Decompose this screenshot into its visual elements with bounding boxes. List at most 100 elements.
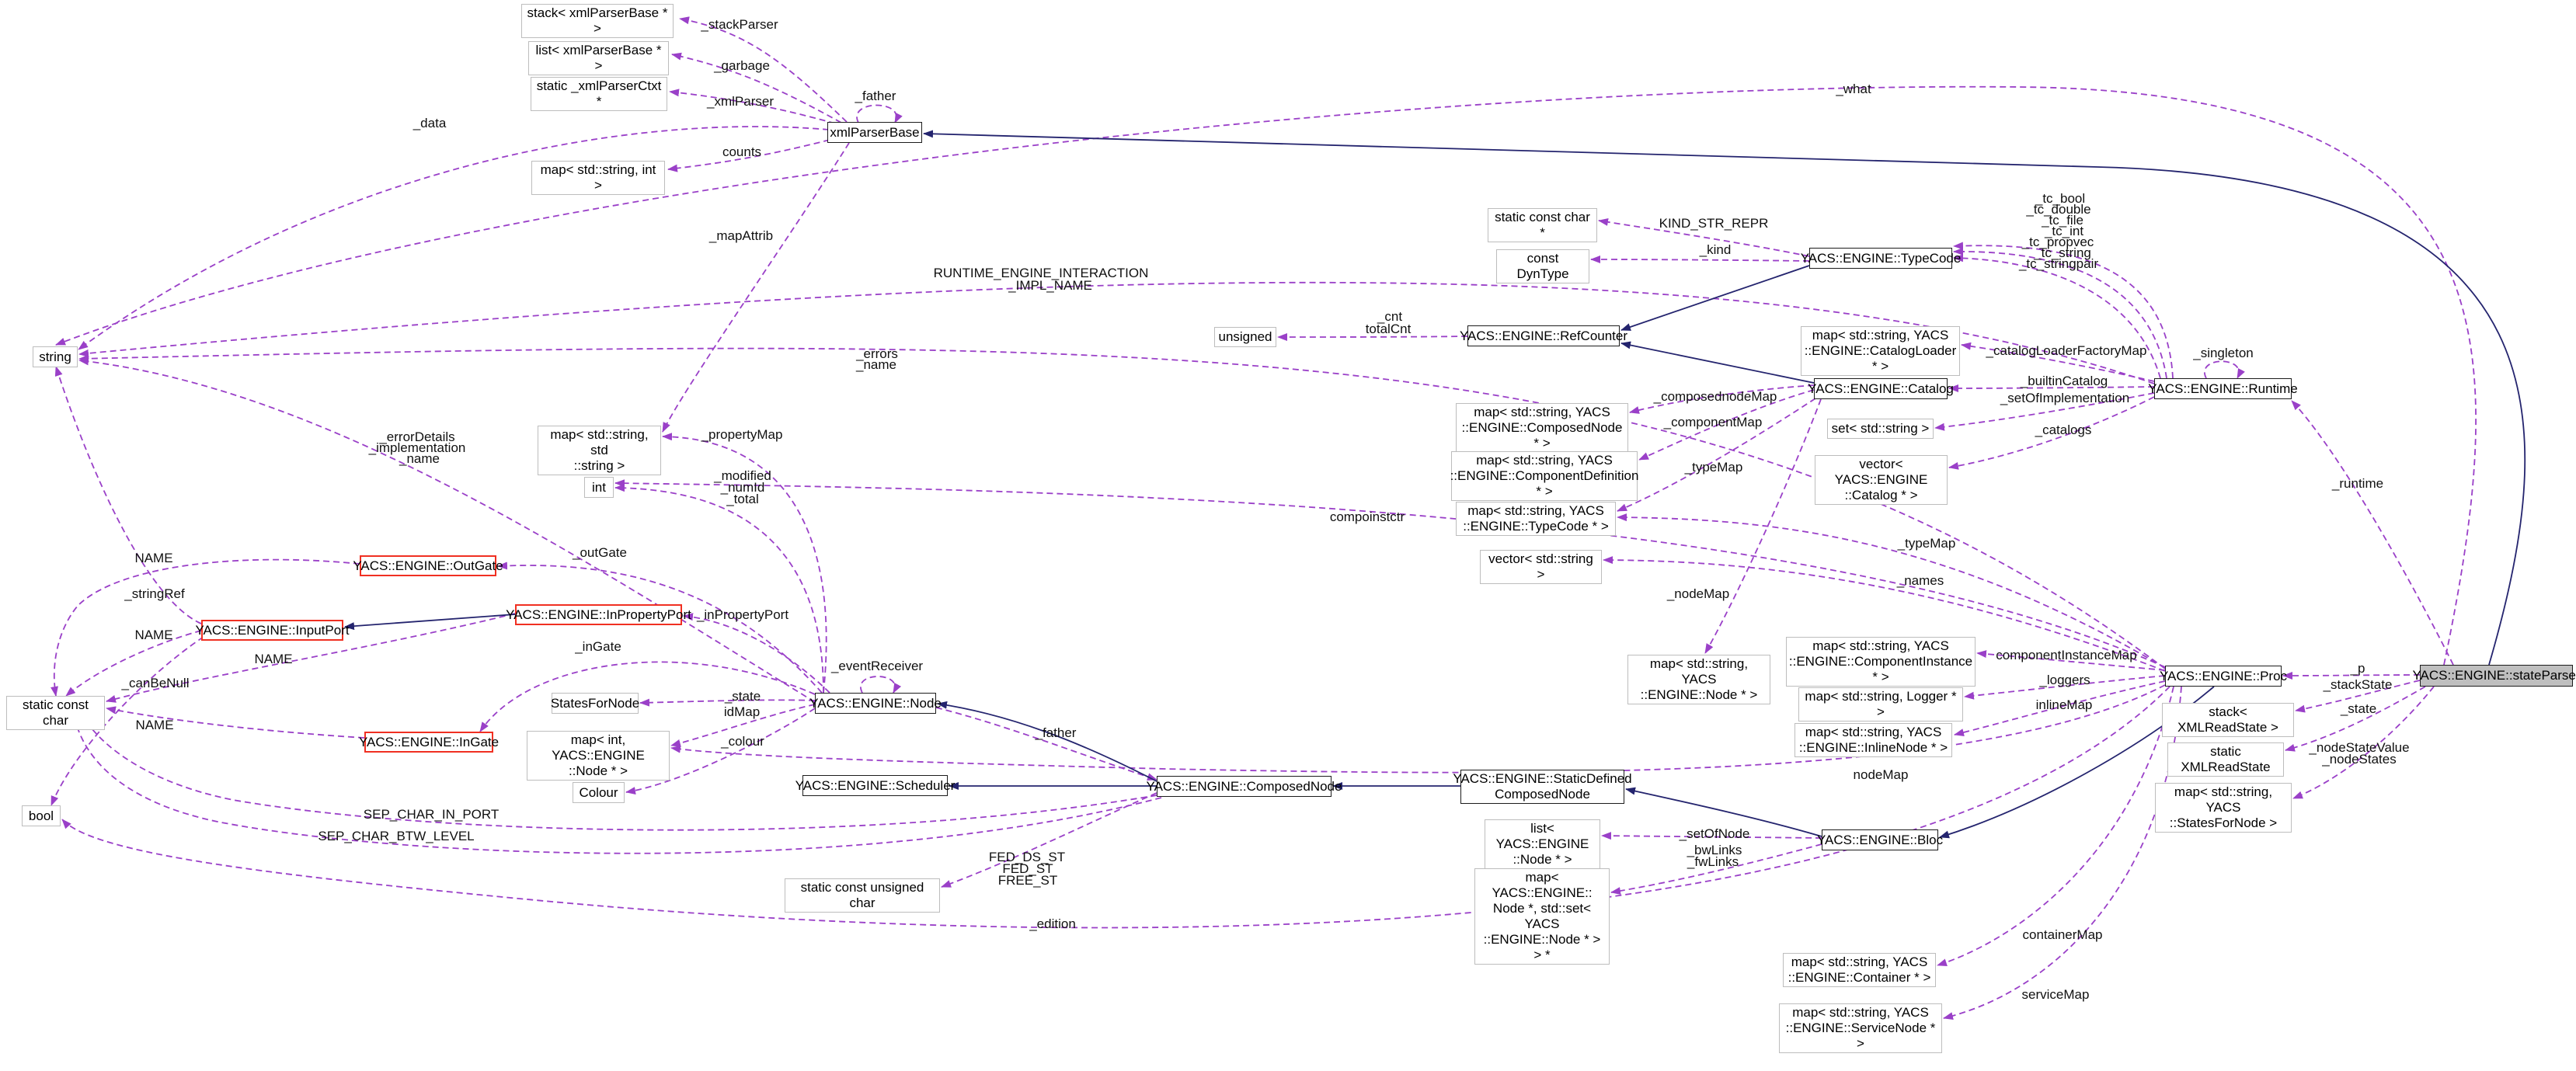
edge-label: _father <box>855 89 896 103</box>
member-edge <box>2285 686 2426 752</box>
edge-label: _builtinCatalog <box>2020 374 2108 388</box>
class-node-runtime[interactable]: YACS::ENGINE::Runtime <box>2148 378 2298 399</box>
inheritance-edge <box>1620 265 1810 331</box>
class-node-const-dyntype[interactable]: const DynType <box>1496 249 1589 283</box>
class-node-unsigned[interactable]: unsigned <box>1214 327 1276 347</box>
class-node-int[interactable]: int <box>584 477 614 498</box>
class-node-map-string-node[interactable]: map< std::string, YACS ::ENGINE::Node * … <box>1627 655 1770 704</box>
class-node-map-string-string[interactable]: map< std::string, std ::string > <box>538 426 661 475</box>
class-node-static-const-char[interactable]: static const char <box>6 696 105 730</box>
class-node-map-componentinstance[interactable]: map< std::string, YACS ::ENGINE::Compone… <box>1786 637 1976 687</box>
edge-label: _nodeStates <box>2322 752 2397 767</box>
member-edge <box>2295 680 2421 713</box>
class-node-inputport[interactable]: YACS::ENGINE::InputPort <box>195 620 350 641</box>
edge-label: nodeMap <box>1853 767 1909 782</box>
member-edge <box>61 686 2170 929</box>
edge-label: _tc_bool <box>2035 191 2086 206</box>
edge-label: _inGate <box>575 639 621 654</box>
class-node-node[interactable]: YACS::ENGINE::Node <box>809 693 942 714</box>
edge-label: KIND_STR_REPR <box>1659 216 1769 231</box>
class-node-map-servicenode[interactable]: map< std::string, YACS ::ENGINE::Service… <box>1779 1003 1942 1053</box>
edge-label: _loggers <box>2039 673 2090 687</box>
class-node-string[interactable]: string <box>33 346 78 367</box>
member-edge <box>679 16 848 123</box>
inheritance-edge <box>344 614 516 631</box>
class-node-composednode[interactable]: YACS::ENGINE::ComposedNode <box>1147 776 1342 797</box>
class-node-set-string[interactable]: set< std::string > <box>1827 419 1934 439</box>
edge-label: _stackState <box>2323 677 2393 692</box>
class-node-stack-xmlreadstate[interactable]: stack< XMLReadState > <box>2162 703 2294 737</box>
class-node-static-const-char-star[interactable]: static const char * <box>1488 208 1597 242</box>
class-node-static-xmlparserctxt[interactable]: static _xmlParserCtxt * <box>531 77 667 111</box>
member-edge <box>671 52 842 123</box>
class-node-stateparser[interactable]: YACS::ENGINE::stateParser <box>2412 665 2576 687</box>
class-node-proc[interactable]: YACS::ENGINE::Proc <box>2160 666 2287 687</box>
member-edge <box>662 433 827 694</box>
class-node-map-composednode[interactable]: map< std::string, YACS ::ENGINE::Compose… <box>1456 403 1628 453</box>
class-node-map-node-set[interactable]: map< YACS::ENGINE:: Node *, std::set< YA… <box>1474 868 1610 965</box>
class-node-inpropertyport[interactable]: YACS::ENGINE::InPropertyPort <box>506 604 691 625</box>
class-node-map-container[interactable]: map< std::string, YACS ::ENGINE::Contain… <box>1783 953 1936 987</box>
class-node-catalog[interactable]: YACS::ENGINE::Catalog <box>1808 378 1954 399</box>
class-node-map-catalogloader[interactable]: map< std::string, YACS ::ENGINE::Catalog… <box>1801 326 1960 376</box>
class-node-statesfornode[interactable]: StatesForNode <box>551 693 639 714</box>
member-edge <box>1943 686 2182 1021</box>
member-edge <box>860 676 902 694</box>
edge-label: NAME <box>134 628 173 642</box>
class-node-xmlparserbase[interactable]: xmlParserBase <box>827 122 922 143</box>
edge-label: counts <box>722 144 762 159</box>
class-node-map-typecode[interactable]: map< std::string, YACS ::ENGINE::TypeCod… <box>1456 502 1616 536</box>
class-node-vector-catalog[interactable]: vector< YACS::ENGINE ::Catalog * > <box>1815 455 1948 505</box>
class-node-map-int-node[interactable]: map< int, YACS::ENGINE ::Node * > <box>527 731 670 781</box>
class-node-scheduler[interactable]: YACS::ENGINE::Scheduler <box>795 775 955 796</box>
class-node-stack-xmlparserbase[interactable]: stack< xmlParserBase * > <box>521 4 674 38</box>
class-node-refcounter[interactable]: YACS::ENGINE::RefCounter <box>1460 325 1627 346</box>
member-edge <box>1953 242 2174 379</box>
member-edge <box>1638 389 1815 461</box>
class-node-static-const-unsigned-char[interactable]: static const unsigned char <box>785 878 940 913</box>
edge-label: _implementation <box>368 440 466 455</box>
member-edge <box>1954 680 2166 736</box>
inheritance-edge <box>937 701 1157 782</box>
edge-label: _setOfImplementation <box>2000 391 2130 405</box>
edge-label: _composednodeMap <box>1653 389 1777 404</box>
member-edge <box>50 636 204 806</box>
class-node-map-inlinenode[interactable]: map< std::string, YACS ::ENGINE::InlineN… <box>1794 723 1952 757</box>
member-edge <box>1948 384 2155 392</box>
edge-label: _cnt <box>1377 309 1403 324</box>
edge-label: containerMap <box>2022 927 2103 942</box>
class-node-ingate[interactable]: YACS::ENGINE::InGate <box>359 732 499 753</box>
member-edge <box>639 698 816 707</box>
class-node-static-xmlreadstate[interactable]: static XMLReadState <box>2167 742 2284 777</box>
edge-label: _state <box>2340 701 2377 716</box>
class-node-map-logger[interactable]: map< std::string, Logger * > <box>1798 687 1963 722</box>
inheritance-edge <box>1620 341 1815 384</box>
member-edge <box>78 357 816 703</box>
class-node-map-statesfornode[interactable]: map< std::string, YACS ::StatesForNode > <box>2155 783 2292 833</box>
member-edge <box>2292 686 2435 799</box>
edge-label: _nodeStateValue <box>2309 740 2410 755</box>
member-edge <box>856 104 903 123</box>
class-node-bloc[interactable]: YACS::ENGINE::Bloc <box>1817 829 1943 850</box>
class-node-typecode[interactable]: YACS::ENGINE::TypeCode <box>1801 248 1961 269</box>
edge-label: serviceMap <box>2021 987 2090 1002</box>
class-node-bool[interactable]: bool <box>22 805 61 826</box>
class-node-colour[interactable]: Colour <box>573 782 625 803</box>
edge-label: _father <box>1035 725 1077 740</box>
edge-label: FED_DS_ST <box>988 850 1066 864</box>
edge-label: _componentMap <box>1663 415 1763 429</box>
class-node-map-string-int[interactable]: map< std::string, int > <box>531 161 665 195</box>
class-node-outgate[interactable]: YACS::ENGINE::OutGate <box>353 555 503 576</box>
member-edge <box>1953 247 2167 379</box>
member-edge <box>479 661 816 732</box>
class-node-staticdefinedcomposednode[interactable]: YACS::ENGINE::StaticDefined ComposedNode <box>1453 770 1632 804</box>
class-node-map-componentdefinition[interactable]: map< std::string, YACS ::ENGINE::Compone… <box>1450 451 1638 501</box>
member-edge <box>1603 556 2166 672</box>
class-node-list-node[interactable]: list< YACS::ENGINE ::Node * > <box>1485 819 1600 869</box>
member-edge <box>106 706 365 739</box>
member-edge <box>614 479 2166 668</box>
class-node-list-xmlparserbase[interactable]: list< xmlParserBase * > <box>528 41 669 75</box>
class-node-vector-string[interactable]: vector< std::string > <box>1480 550 1602 584</box>
